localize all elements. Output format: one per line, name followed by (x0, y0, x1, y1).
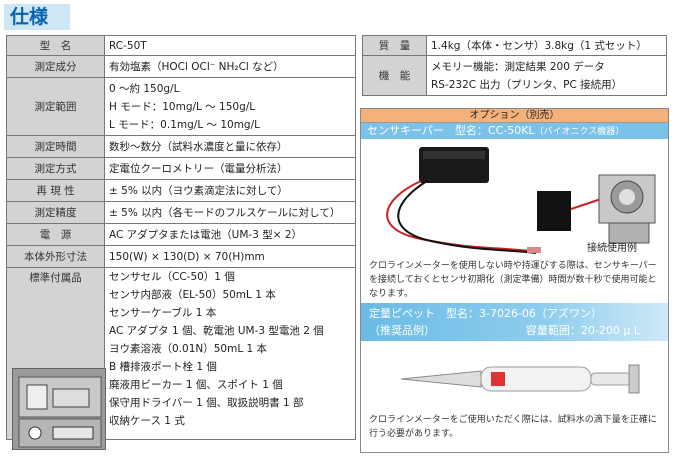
accessory-case-photo (12, 368, 106, 450)
spec-value: 数秒～数分（試料水濃度と量に依存） (104, 135, 356, 158)
spec-value: 0 ～約 150g/L H モード：10mg/L ～ 150g/L L モード：0.… (104, 77, 356, 136)
pipette-capacity: 容量範囲：20-200 μ L (525, 324, 640, 337)
spec-row: 電 源 AC アダプタまたは電池（UM-3 型× 2） (6, 223, 356, 246)
spec-row: 測定方式定電位クーロメトリー（電量分析法） (6, 157, 356, 180)
spec-row: 型 名 RC-50T (6, 35, 356, 56)
spec-value-line: 数秒～数分（試料水濃度と量に依存） (109, 140, 288, 153)
spec-row: 質 量 1.4kg（本体・センサ）3.8kg（1 式セット） (362, 35, 667, 56)
sensor-keeper-illustration: 接続使用例 (386, 147, 656, 254)
spec-value-line: 0 ～約 150g/L (109, 82, 180, 95)
pipette-note: クロラインメーターをご使用いただく際には、試料水の滴下量を正確に行う必要がありま… (369, 415, 657, 439)
spec-label: 再 現 性 (6, 179, 105, 202)
options-panel: オプション（別売） センサキーパー 型名：CC-50KL（バイオニクス機器） 接… (360, 108, 669, 453)
spec-value-line: 保守用ドライバー 1 個、取扱説明書 1 部 (109, 397, 304, 409)
spec-row: 測定精度 ± 5% 以内（各モードのフルスケールに対して） (6, 201, 356, 224)
spec-value: 定電位クーロメトリー（電量分析法） (104, 157, 356, 180)
spec-value-line: ± 5% 以内（ヨウ素滴定法に対して） (109, 184, 288, 197)
spec-row: 測定成分有効塩素（HOCl OCl⁻ NH₂Cl など） (6, 55, 356, 78)
spec-row: 測定範囲 0 ～約 150g/L H モード：10mg/L ～ 150g/L L モー… (6, 77, 356, 136)
spec-value-line: H モード：10mg/L ～ 150g/L (109, 100, 256, 113)
spec-label: 型 名 (6, 35, 105, 56)
spec-label: 測定範囲 (6, 77, 105, 136)
spec-value-line: RS-232C 出力（プリンタ、PC 接続用） (431, 78, 623, 91)
spec-value: センサセル（CC-50）1 個センサ内部液（EL-50）50mL 1 本センサー… (104, 267, 356, 440)
spec-value: 150(W) × 130(D) × 70(H)mm (104, 245, 356, 268)
spec-value-line: メモリー機能：測定結果 200 データ (431, 60, 605, 73)
spec-value: ± 5% 以内（ヨウ素滴定法に対して） (104, 179, 356, 202)
options-header: オプション（別売） (361, 109, 668, 123)
pipette-recommended: （推奨品例） (369, 324, 435, 337)
spec-row: 測定時間数秒～数分（試料水濃度と量に依存） (6, 135, 356, 158)
spec-value-line: 廃液用ビーカー 1 個、スポイト 1 個 (109, 379, 283, 391)
sensor-keeper-maker: （バイオニクス機器） (534, 127, 625, 137)
spec-value-line: AC アダプタまたは電池（UM-3 型× 2） (109, 228, 303, 241)
spec-label: 機 能 (362, 55, 427, 96)
spec-table-right: 質 量 1.4kg（本体・センサ）3.8kg（1 式セット） 機 能メモリー機能：測… (362, 35, 667, 96)
spec-value-line: センサセル（CC-50）1 個 (109, 271, 235, 283)
pipette-illustration (400, 364, 640, 394)
spec-label: 測定精度 (6, 201, 105, 224)
sensor-keeper-caption: 接続使用例 (587, 241, 637, 254)
spec-value: RC-50T (104, 35, 356, 56)
spec-value-line: 有効塩素（HOCl OCl⁻ NH₂Cl など） (109, 60, 284, 73)
spec-value-line: 150(W) × 130(D) × 70(H)mm (109, 250, 265, 263)
spec-value-line: センサーケーブル 1 本 (109, 307, 217, 319)
spec-label: 測定方式 (6, 157, 105, 180)
spec-value-line: センサ内部液（EL-50）50mL 1 本 (109, 289, 276, 301)
spec-label: 本体外形寸法 (6, 245, 105, 268)
spec-value-line: L モード：0.1mg/L ～ 10mg/L (109, 118, 260, 131)
sensor-keeper-name: センサキーパー 型名：CC-50KL (367, 124, 535, 137)
spec-value-line: 収納ケース 1 式 (109, 415, 185, 427)
spec-label: 測定時間 (6, 135, 105, 158)
spec-value: メモリー機能：測定結果 200 データ RS-232C 出力（プリンタ、PC 接続… (426, 55, 667, 96)
spec-value-line: RC-50T (109, 39, 147, 52)
spec-value-line: ± 5% 以内（各モードのフルスケールに対して） (109, 206, 341, 219)
sensor-keeper-note: クロラインメーターを使用しない時や持運びする際は、センサキーパーを接続しておくと… (369, 261, 657, 299)
spec-value: AC アダプタまたは電池（UM-3 型× 2） (104, 223, 356, 246)
spec-value-line: ヨウ素溶液（0.01N）50mL 1 本 (109, 343, 268, 355)
pipette-title: 定量ピペット 型名：3-7026-06（アズワン） (369, 307, 602, 320)
spec-value-line: 定電位クーロメトリー（電量分析法） (109, 162, 288, 175)
pipette-header: 定量ピペット 型名：3-7026-06（アズワン） （推奨品例） 容量範囲：20… (361, 303, 668, 341)
spec-value: ± 5% 以内（各モードのフルスケールに対して） (104, 201, 356, 224)
spec-value-line: AC アダプタ 1 個、乾電池 UM-3 型電池 2 個 (109, 325, 324, 337)
page-title: 仕様 (4, 4, 70, 30)
spec-value-line: B 槽排液ポート栓 1 個 (109, 361, 217, 373)
pipette-photo (361, 341, 668, 411)
spec-value-line: 1.4kg（本体・センサ）3.8kg（1 式セット） (431, 39, 647, 52)
spec-row: 機 能メモリー機能：測定結果 200 データ RS-232C 出力（プリンタ、PC… (362, 55, 667, 96)
spec-row: 再 現 性 ± 5% 以内（ヨウ素滴定法に対して） (6, 179, 356, 202)
spec-row: 本体外形寸法 150(W) × 130(D) × 70(H)mm (6, 245, 356, 268)
spec-value: 有効塩素（HOCl OCl⁻ NH₂Cl など） (104, 55, 356, 78)
spec-label: 質 量 (362, 35, 427, 56)
spec-value: 1.4kg（本体・センサ）3.8kg（1 式セット） (426, 35, 667, 56)
sensor-keeper-title: センサキーパー 型名：CC-50KL（バイオニクス機器） (361, 123, 668, 139)
sensor-keeper-photo: 接続使用例 (361, 139, 668, 257)
spec-label: 電 源 (6, 223, 105, 246)
spec-label: 測定成分 (6, 55, 105, 78)
